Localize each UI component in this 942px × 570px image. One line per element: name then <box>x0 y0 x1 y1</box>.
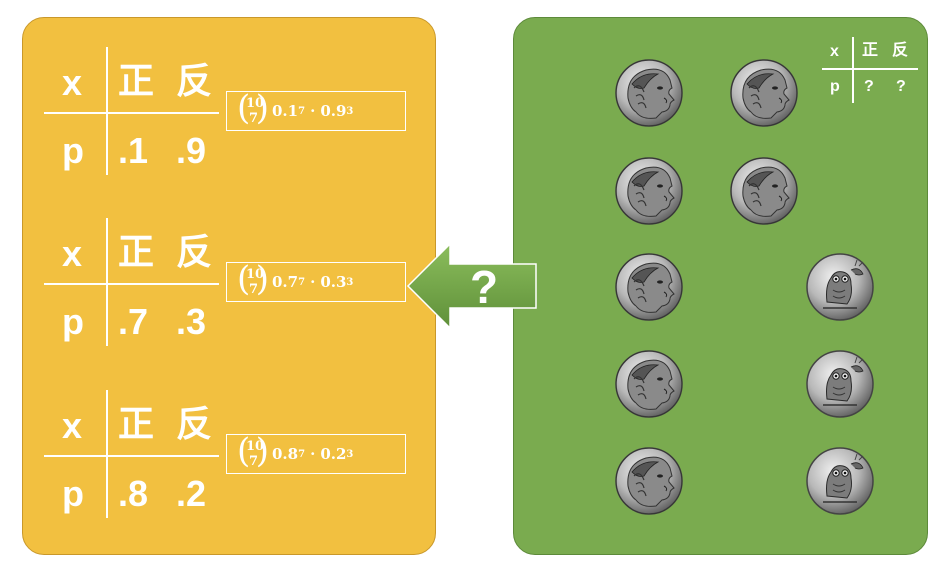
table-vline <box>852 37 854 103</box>
p-label: p <box>62 130 84 171</box>
term-2: 0.2 <box>320 445 347 463</box>
term-1: 0.1 <box>272 102 299 120</box>
exp-2: 3 <box>346 448 354 460</box>
tail-label: 反 <box>176 60 213 101</box>
coin-head-icon <box>614 58 684 128</box>
exp-2: 3 <box>346 276 354 288</box>
coin-tail-icon <box>805 252 875 322</box>
p-label: p <box>830 78 840 95</box>
p-tail-value: ? <box>896 78 906 95</box>
tail-label: 反 <box>176 403 213 444</box>
exp-2: 3 <box>346 105 354 117</box>
exp-1: 7 <box>298 276 306 288</box>
p-head-value: .8 <box>118 473 149 514</box>
coin-tail-icon <box>805 446 875 516</box>
p-head-value: .1 <box>118 130 149 171</box>
p-label: p <box>62 473 84 514</box>
p-tail-value: .9 <box>176 130 207 171</box>
coin-head-icon <box>614 446 684 516</box>
head-label: 正 <box>118 60 155 101</box>
binom-n: 10 <box>246 439 265 454</box>
p-tail-value: .2 <box>176 473 207 514</box>
head-label: 正 <box>862 42 879 59</box>
arrow-left-icon: ? <box>406 242 537 330</box>
term-1: 0.8 <box>272 445 299 463</box>
term-1: 0.7 <box>272 273 299 291</box>
coin-head-icon <box>614 349 684 419</box>
p-tail-value: .3 <box>176 301 207 342</box>
coin-head-icon <box>729 58 799 128</box>
x-label: x <box>62 405 83 446</box>
table-vline <box>106 218 108 346</box>
dot-operator: · <box>310 273 316 291</box>
table-hline <box>44 283 219 285</box>
term-2: 0.3 <box>320 273 347 291</box>
head-label: 正 <box>118 403 155 444</box>
binom-k: 7 <box>249 282 259 297</box>
binom-k: 7 <box>249 454 259 469</box>
binom-k: 7 <box>249 111 259 126</box>
head-label: 正 <box>118 231 155 272</box>
table-hline <box>822 68 918 70</box>
p-head-value: .7 <box>118 301 149 342</box>
dot-operator: · <box>310 102 316 120</box>
x-label: x <box>62 233 83 274</box>
term-2: 0.9 <box>320 102 347 120</box>
p-label: p <box>62 301 84 342</box>
coin-head-icon <box>614 252 684 322</box>
table-hline <box>44 112 219 114</box>
exp-1: 7 <box>298 448 306 460</box>
coin-tail-icon <box>805 349 875 419</box>
binom-n: 10 <box>246 96 265 111</box>
coin-head-icon <box>729 156 799 226</box>
x-label: x <box>62 62 83 103</box>
tail-label: 反 <box>176 231 213 272</box>
left-panel <box>22 17 436 555</box>
table-hline <box>44 455 219 457</box>
binom-n: 10 <box>246 267 265 282</box>
x-label: x <box>830 43 839 60</box>
arrow-label: ? <box>470 261 498 313</box>
dot-operator: · <box>310 445 316 463</box>
table-vline <box>106 390 108 518</box>
unknown-distribution-table: x 正 反 p ? ? <box>822 37 918 107</box>
p-head-value: ? <box>864 78 874 95</box>
tail-label: 反 <box>892 42 909 59</box>
coin-head-icon <box>614 156 684 226</box>
table-vline <box>106 47 108 175</box>
exp-1: 7 <box>298 105 306 117</box>
